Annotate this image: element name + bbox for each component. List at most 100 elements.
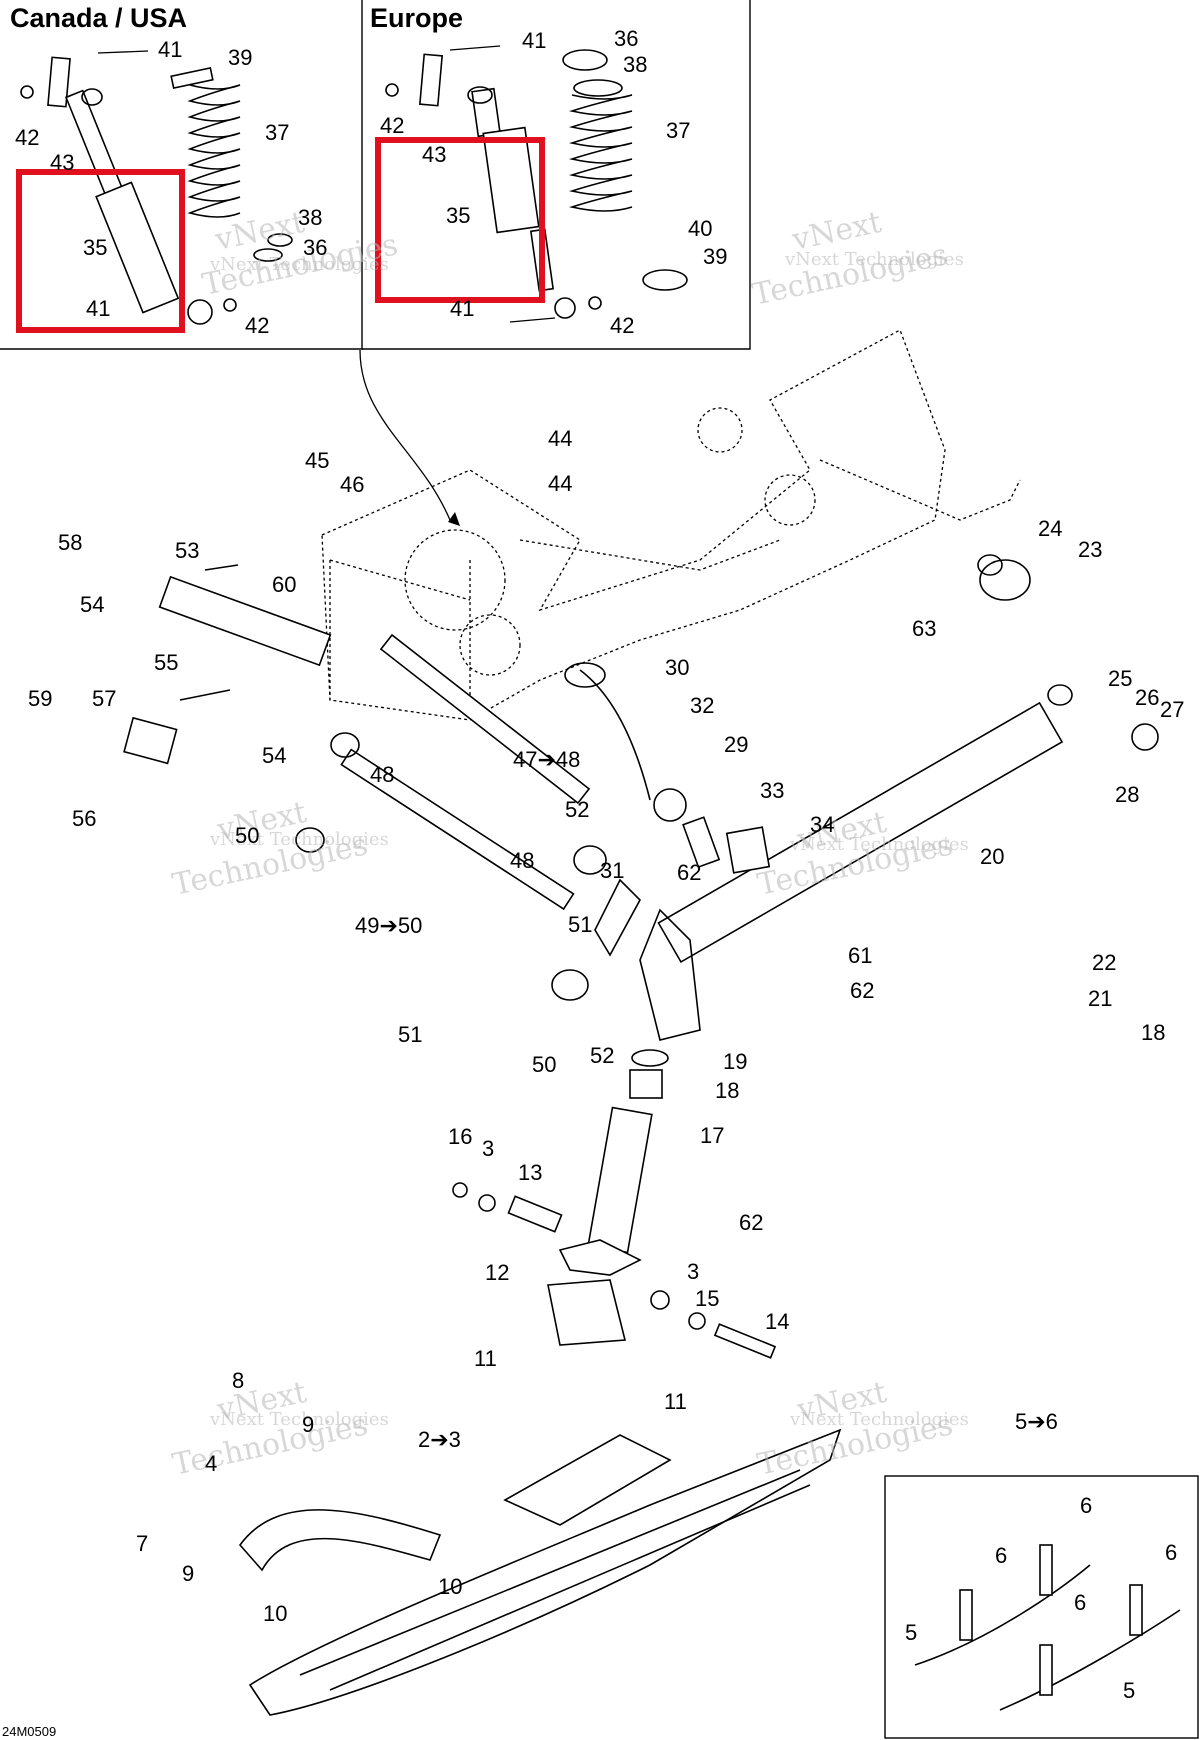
callout-label: 41 [522,28,546,53]
callout-label: 6 [1080,1493,1092,1518]
callout-label: 46 [340,472,364,497]
callout-label: 41 [86,296,110,321]
callout-label: 43 [422,142,446,167]
callout-label: 39 [703,244,727,269]
callout-label: 35 [446,203,470,228]
callout-label: 39 [228,45,252,70]
callout-label: 62 [850,978,874,1003]
callout-label: 11 [474,1346,497,1371]
callout-label: 38 [623,52,647,77]
callout-label: 6 [1165,1540,1177,1565]
callout-label: 10 [438,1574,462,1599]
callout-label: 16 [448,1124,472,1149]
callout-label: 48 [370,762,394,787]
callout-label: 6 [1074,1590,1086,1615]
callout-label: 42 [610,313,634,338]
callout-label: 13 [518,1160,542,1185]
callout-label: 19 [723,1049,747,1074]
callout-label: 60 [272,572,296,597]
callout-label: 9 [182,1561,194,1586]
chassis-frame [321,329,1021,721]
callout-label: 34 [810,812,834,837]
diagram-reference-code: 24M0509 [2,1724,56,1739]
callout-label: 2➔3 [418,1427,461,1452]
callout-label: 18 [1141,1020,1165,1045]
svg-text:vNext Technologies: vNext Technologies [784,249,964,270]
callout-label: 49➔50 [355,913,422,938]
highlight-box-canada-usa [16,169,185,333]
shock-absorber-canada-usa [20,50,293,325]
callout-label: 51 [398,1022,422,1047]
callout-label: 33 [760,778,784,803]
callout-label: 22 [1092,950,1116,975]
callout-label: 14 [765,1309,789,1334]
callout-label: 59 [28,686,52,711]
callout-label: 31 [600,858,624,883]
svg-text:vNext Technologies: vNext Technologies [789,1409,969,1430]
callout-label: 50 [532,1052,556,1077]
svg-text:vNext Technologies: vNext Technologies [209,1409,389,1430]
callout-label: 37 [666,118,690,143]
callout-label: 11 [664,1389,687,1414]
callout-label: 44 [548,471,572,496]
callout-label: 61 [848,943,872,968]
callout-label: 44 [548,426,572,451]
callout-label: 5➔6 [1015,1409,1058,1434]
callout-label: 32 [690,693,714,718]
callout-label: 43 [50,150,74,175]
callout-label: 48 [510,848,534,873]
callout-label: 4 [205,1451,217,1476]
svg-text:vNext Technologies: vNext Technologies [209,254,389,275]
spindle-assembly [452,1049,777,1359]
callout-label: 18 [715,1078,739,1103]
shock-absorber-europe [385,45,688,323]
callout-label: 8 [232,1368,244,1393]
callout-label: 20 [980,844,1004,869]
callout-label: 24 [1038,516,1062,541]
callout-label: 54 [262,743,286,768]
callout-label: 56 [72,806,96,831]
svg-text:vNext Technologies: vNext Technologies [209,829,389,850]
callout-label: 3 [687,1259,699,1284]
callout-label: 29 [724,732,748,757]
callout-label: 12 [485,1260,509,1285]
highlight-box-europe [375,137,545,303]
callout-label: 36 [614,26,638,51]
callout-label: 41 [450,296,474,321]
callout-label: 21 [1088,986,1112,1011]
callout-label: 38 [298,205,322,230]
callout-label: 17 [700,1123,724,1148]
callout-label: 63 [912,616,936,641]
callout-label: 50 [235,823,259,848]
callout-label: 51 [568,912,592,937]
callout-label: 6 [995,1543,1007,1568]
callout-label: 5 [905,1620,917,1645]
callout-label: 58 [58,530,82,555]
callout-label: 10 [263,1601,287,1626]
callout-label: 54 [80,592,104,617]
callout-label: 5 [1123,1678,1135,1703]
region-title-europe: Europe [370,3,463,33]
callout-label: 55 [154,650,178,675]
callout-label: 37 [265,120,289,145]
callout-label: 27 [1160,697,1184,722]
region-title-canada-usa: Canada / USA [10,3,187,33]
callout-label: 57 [92,686,116,711]
callout-label: 35 [83,235,107,260]
ski [238,1428,842,1716]
callout-label: 52 [565,797,589,822]
callout-label: 28 [1115,782,1139,807]
callout-label: 42 [380,113,404,138]
svg-text:vNext Technologies: vNext Technologies [789,834,969,855]
callout-label: 9 [302,1412,314,1437]
callout-label: 42 [245,313,269,338]
callout-label: 52 [590,1043,614,1068]
callout-label: 7 [136,1531,148,1556]
callout-label: 41 [158,37,182,62]
callout-label: 62 [739,1210,763,1235]
callout-label: 62 [677,860,701,885]
callout-label: 40 [688,216,712,241]
